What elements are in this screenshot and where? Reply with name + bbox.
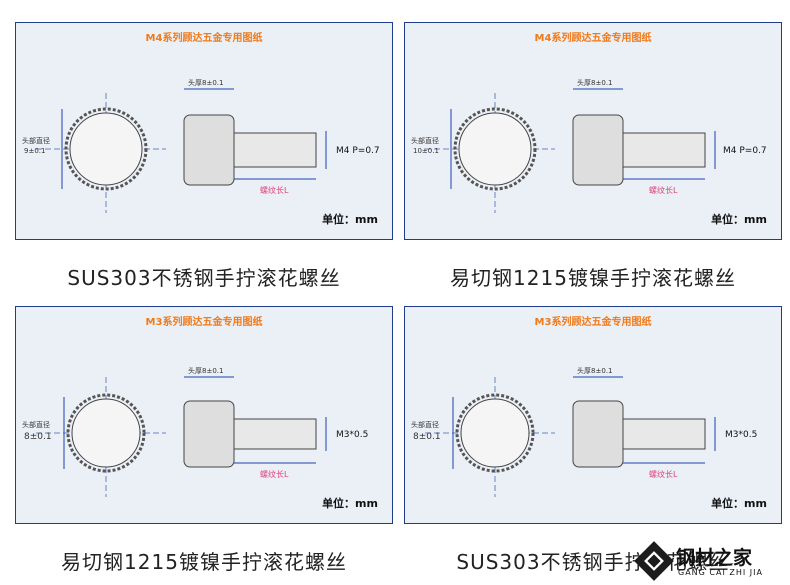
thread-length: 螺纹长L — [649, 469, 678, 479]
thread-spec: M3*0.5 — [336, 430, 368, 440]
dia-value: 9±0.1 — [24, 147, 45, 155]
panel-title: M4系列顾达五金专用图纸 — [534, 33, 652, 44]
thread-length: 螺纹长L — [260, 469, 289, 479]
dia-value: 10±0.1 — [413, 147, 439, 155]
panel-title: M3系列顾达五金专用图纸 — [145, 317, 263, 328]
unit-label: 单位：mm — [711, 497, 767, 510]
panel-title: M4系列顾达五金专用图纸 — [145, 33, 263, 44]
head-thickness: 头厚8±0.1 — [577, 78, 612, 87]
screw-drawing: 头部直径 8±0.1 头厚8±0.1 M3*0.5 螺纹长L — [411, 366, 757, 497]
panel-caption: 易切钢1215镀镍手拧滚花螺丝 — [450, 266, 736, 290]
panel-title: M3系列顾达五金专用图纸 — [534, 317, 652, 328]
dia-value: 8±0.1 — [413, 432, 441, 442]
dia-label: 头部直径 — [22, 136, 50, 145]
panel-caption: 易切钢1215镀镍手拧滚花螺丝 — [61, 550, 347, 574]
dia-label: 头部直径 — [411, 420, 439, 429]
drawing-panel: M4系列顾达五金专用图纸 头部直径 10±0.1 头厚8±0.1 M4 P=0.… — [404, 22, 782, 240]
head-thickness: 头厚8±0.1 — [188, 366, 223, 375]
screw-drawing: 头部直径 9±0.1 头厚8±0.1 M4 P=0.7 螺纹长L — [22, 78, 380, 213]
drawing-panel: M4系列顾达五金专用图纸 头部直径 9±0.1 头厚8±0.1 M4 P=0.7… — [15, 22, 393, 240]
brand-watermark: 钢材之家 GANG CAI ZHI JIA — [634, 541, 786, 583]
dia-value: 8±0.1 — [24, 432, 52, 442]
drawing-panel: M3系列顾达五金专用图纸 头部直径 8±0.1 头厚8±0.1 M3*0.5 螺… — [404, 306, 782, 524]
drawing-panel: M3系列顾达五金专用图纸 头部直径 8±0.1 头厚8±0.1 M3*0.5 螺… — [15, 306, 393, 524]
dia-label: 头部直径 — [22, 420, 50, 429]
unit-label: 单位：mm — [322, 213, 378, 226]
screw-drawing: 头部直径 8±0.1 头厚8±0.1 M3*0.5 螺纹长L — [22, 366, 368, 497]
screw-drawing: 头部直径 10±0.1 头厚8±0.1 M4 P=0.7 螺纹长L — [411, 78, 767, 213]
thread-length: 螺纹长L — [260, 185, 289, 195]
unit-label: 单位：mm — [711, 213, 767, 226]
panel-caption: SUS303不锈钢手拧滚花螺丝 — [456, 550, 730, 574]
unit-label: 单位：mm — [322, 497, 378, 510]
thread-length: 螺纹长L — [649, 185, 678, 195]
brand-name: 钢材之家 — [676, 547, 753, 569]
head-thickness: 头厚8±0.1 — [188, 78, 223, 87]
thread-spec: M3*0.5 — [725, 430, 757, 440]
panel-caption: SUS303不锈钢手拧滚花螺丝 — [67, 266, 341, 290]
thread-spec: M4 P=0.7 — [723, 146, 767, 156]
head-thickness: 头厚8±0.1 — [577, 366, 612, 375]
dia-label: 头部直径 — [411, 136, 439, 145]
brand-logo-icon — [634, 541, 674, 581]
thread-spec: M4 P=0.7 — [336, 146, 380, 156]
brand-pinyin: GANG CAI ZHI JIA — [678, 568, 763, 577]
